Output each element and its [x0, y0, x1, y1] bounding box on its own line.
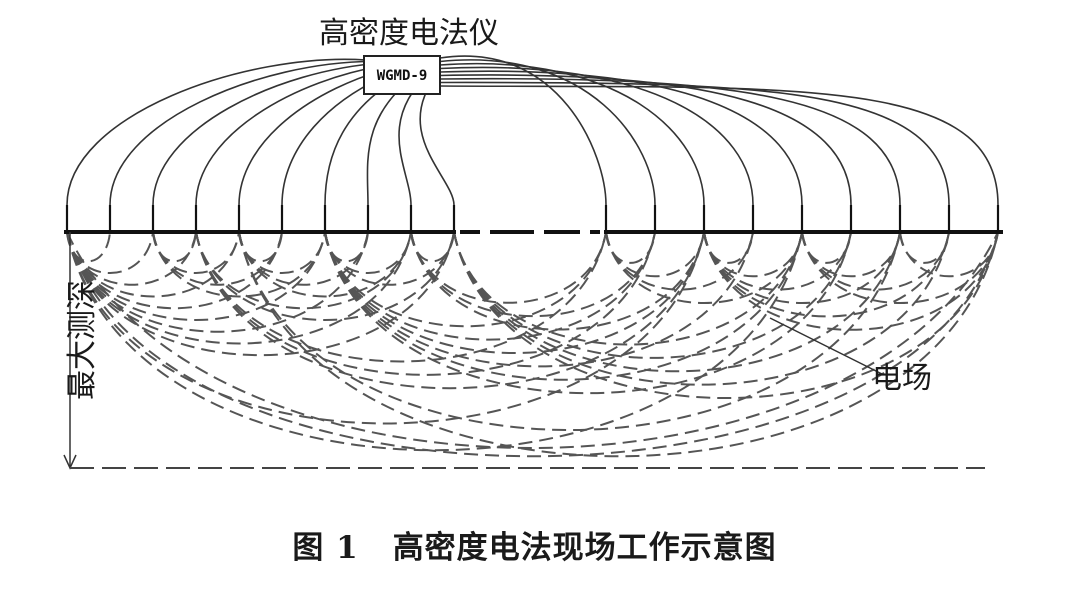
field-arc-17 — [801, 231, 901, 278]
field-arc-37 — [324, 231, 656, 341]
cable-right-1 — [439, 55, 607, 206]
field-arc-51 — [324, 231, 803, 381]
figure-title: 高密度电法现场工作示意图 — [392, 530, 777, 566]
electric-field-lines — [66, 231, 999, 458]
instrument-title: 高密度电法仪 — [319, 16, 499, 51]
field-arc-45 — [66, 231, 369, 333]
field-arc-47 — [324, 231, 754, 368]
cable-right-7 — [439, 77, 901, 206]
field-arc-26 — [801, 231, 950, 291]
cable-left-4 — [195, 63, 391, 206]
cable-left-2 — [109, 60, 375, 206]
cable-right-6 — [439, 74, 852, 206]
field-arc-54 — [195, 231, 705, 390]
field-arc-60 — [238, 231, 999, 458]
field-arc-29 — [238, 231, 412, 298]
field-label: 电场 — [872, 361, 932, 396]
cable-right-8 — [439, 81, 950, 206]
cable-right-5 — [439, 70, 803, 206]
field-arc-61 — [66, 231, 999, 458]
field-arc-57 — [66, 231, 705, 425]
figure-caption: 图 1 高密度电法现场工作示意图 — [0, 522, 1069, 567]
field-arc-15 — [605, 231, 705, 278]
field-arc-55 — [324, 231, 852, 395]
cable-left-1 — [66, 58, 367, 206]
field-arc-18 — [899, 231, 999, 278]
field-arc-33 — [703, 231, 901, 304]
field-arc-58 — [238, 231, 901, 432]
field-arc-52 — [453, 231, 950, 386]
field-arc-48 — [453, 231, 901, 373]
field-arc-14 — [410, 231, 607, 304]
cable-right-9 — [439, 85, 999, 206]
field-arc-9 — [899, 231, 950, 264]
field-pointer — [769, 317, 883, 375]
cable-right-2 — [439, 59, 656, 206]
field-arc-23 — [410, 231, 656, 317]
field-arc-34 — [801, 231, 999, 304]
field-arc-25 — [703, 231, 852, 291]
cable-lines — [66, 55, 999, 206]
cable-right-3 — [439, 62, 705, 206]
field-arc-deepest — [66, 231, 999, 449]
field-arc-59 — [66, 231, 803, 452]
electrode-markers — [65, 205, 1000, 232]
field-arc-41 — [195, 231, 455, 321]
field-arc-30 — [324, 231, 607, 328]
field-arc-53 — [66, 231, 455, 357]
field-arc-38 — [453, 231, 803, 346]
field-arc-39 — [703, 231, 950, 318]
field-arc-7 — [703, 231, 754, 264]
field-arc-10 — [66, 231, 154, 275]
field-arc-28 — [152, 231, 326, 298]
field-arc-43 — [453, 231, 852, 359]
figure-number: 图 1 — [292, 530, 359, 566]
cable-right-4 — [439, 66, 754, 206]
field-arc-49 — [66, 231, 412, 345]
field-arc-2 — [152, 231, 197, 263]
field-arc-42 — [324, 231, 705, 355]
field-arc-46 — [195, 231, 607, 363]
field-arc-16 — [703, 231, 803, 278]
depth-label: 最大测深 — [65, 280, 100, 400]
field-arc-32 — [605, 231, 803, 304]
field-arc-50 — [195, 231, 656, 376]
field-arc-44 — [703, 231, 999, 331]
cable-left-3 — [152, 62, 383, 206]
instrument-box: WGMD-9 — [363, 55, 441, 95]
device-model-label: WGMD-9 — [377, 68, 428, 84]
